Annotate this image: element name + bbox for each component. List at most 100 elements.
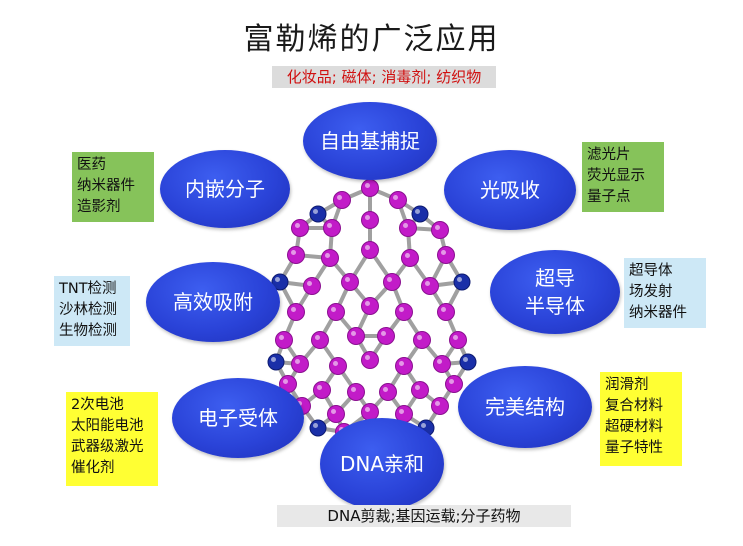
molecule-atom-magenta bbox=[377, 327, 395, 345]
molecule-atom-highlight bbox=[351, 331, 356, 336]
molecule-atom-highlight bbox=[403, 223, 408, 228]
molecule-atom-magenta bbox=[361, 241, 379, 259]
molecule-atom-magenta bbox=[411, 381, 429, 399]
node-free-radical-capture: 自由基捕捉 bbox=[303, 102, 437, 180]
molecule-atom-highlight bbox=[415, 209, 420, 214]
molecule-atom-blue bbox=[453, 273, 471, 291]
molecule-atom-magenta bbox=[291, 219, 309, 237]
molecule-atom-magenta bbox=[341, 273, 359, 291]
node-dna-affinity: DNA亲和 bbox=[320, 418, 444, 510]
molecule-atom-highlight bbox=[331, 307, 336, 312]
molecule-atom-magenta bbox=[379, 383, 397, 401]
molecule-atom-magenta bbox=[327, 303, 345, 321]
molecule-atom-highlight bbox=[337, 195, 342, 200]
molecule-atom-highlight bbox=[387, 277, 392, 282]
node-light-absorption: 光吸收 bbox=[444, 150, 576, 230]
molecule-atom-blue bbox=[309, 419, 327, 437]
molecule-atom-highlight bbox=[399, 307, 404, 312]
molecule-atom-highlight bbox=[415, 385, 420, 390]
molecule-atom-magenta bbox=[395, 357, 413, 375]
molecule-atom-highlight bbox=[421, 423, 426, 428]
molecule-atom-magenta bbox=[347, 327, 365, 345]
molecule-atom-magenta bbox=[323, 219, 341, 237]
molecule-atom-highlight bbox=[383, 387, 388, 392]
molecule-atom-highlight bbox=[351, 387, 356, 392]
molecule-atom-magenta bbox=[383, 273, 401, 291]
molecule-atom-highlight bbox=[317, 385, 322, 390]
molecule-atom-highlight bbox=[313, 209, 318, 214]
molecule-atom-magenta bbox=[313, 381, 331, 399]
page-title: 富勒烯的广泛应用 bbox=[243, 22, 500, 57]
molecule-atom-highlight bbox=[417, 335, 422, 340]
molecule-atom-magenta bbox=[303, 277, 321, 295]
molecule-atom-highlight bbox=[381, 331, 386, 336]
molecule-atom-highlight bbox=[399, 361, 404, 366]
molecule-atom-highlight bbox=[441, 250, 446, 255]
node-perfect-structure: 完美结构 bbox=[458, 366, 592, 448]
molecule-atom-magenta bbox=[433, 355, 451, 373]
molecule-atom-magenta bbox=[413, 331, 431, 349]
molecule-atom-highlight bbox=[345, 277, 350, 282]
molecule-atom-highlight bbox=[291, 250, 296, 255]
molecule-atom-magenta bbox=[361, 179, 379, 197]
molecule-atom-highlight bbox=[405, 253, 410, 258]
molecule-atom-highlight bbox=[325, 253, 330, 258]
molecule-atom-magenta bbox=[361, 351, 379, 369]
molecule-atom-magenta bbox=[431, 221, 449, 239]
node-superconductor-semiconductor: 超导 半导体 bbox=[490, 250, 620, 334]
molecule-atom-blue bbox=[309, 205, 327, 223]
molecule-atom-blue bbox=[411, 205, 429, 223]
molecule-atom-magenta bbox=[389, 191, 407, 209]
molecule-atom-highlight bbox=[365, 245, 370, 250]
molecule-atom-magenta bbox=[449, 331, 467, 349]
molecule-atom-highlight bbox=[435, 401, 440, 406]
box-detection-applications: TNT检测沙林检测生物检测 bbox=[54, 276, 130, 346]
molecule-atom-highlight bbox=[295, 359, 300, 364]
box-battery-applications: 2次电池太阳能电池武器级激光催化剂 bbox=[66, 392, 158, 486]
molecule-atom-magenta bbox=[275, 331, 293, 349]
node-efficient-adsorption: 高效吸附 bbox=[146, 262, 280, 342]
molecule-atom-highlight bbox=[393, 195, 398, 200]
molecule-atom-magenta bbox=[329, 357, 347, 375]
molecule-atom-highlight bbox=[307, 281, 312, 286]
top-applications-banner: 化妆品; 磁体; 消毒剂; 纺织物 bbox=[272, 66, 496, 88]
molecule-atom-highlight bbox=[271, 357, 276, 362]
molecule-atom-magenta bbox=[437, 303, 455, 321]
molecule-atom-magenta bbox=[421, 277, 439, 295]
molecule-atom-highlight bbox=[279, 335, 284, 340]
molecule-atom-magenta bbox=[401, 249, 419, 267]
molecule-atom-blue bbox=[459, 353, 477, 371]
molecule-atom-highlight bbox=[333, 361, 338, 366]
node-embedded-molecule: 内嵌分子 bbox=[160, 150, 290, 228]
box-light-applications: 滤光片荧光显示量子点 bbox=[582, 142, 664, 212]
molecule-atom-magenta bbox=[361, 211, 379, 229]
molecule-atom-highlight bbox=[331, 409, 336, 414]
bottom-applications-banner: DNA剪裁;基因运载;分子药物 bbox=[277, 505, 571, 527]
molecule-atom-highlight bbox=[365, 301, 370, 306]
molecule-atom-highlight bbox=[437, 359, 442, 364]
molecule-atom-magenta bbox=[327, 405, 345, 423]
box-medicine-applications: 医药纳米器件造影剂 bbox=[72, 152, 154, 222]
molecule-atom-highlight bbox=[425, 281, 430, 286]
molecule-atom-highlight bbox=[457, 277, 462, 282]
molecule-atom-magenta bbox=[445, 375, 463, 393]
molecule-atom-highlight bbox=[435, 225, 440, 230]
molecule-atom-magenta bbox=[333, 191, 351, 209]
molecule-atom-highlight bbox=[327, 223, 332, 228]
molecule-atom-blue bbox=[267, 353, 285, 371]
molecule-atom-highlight bbox=[365, 183, 370, 188]
molecule-atom-highlight bbox=[295, 223, 300, 228]
molecule-atom-highlight bbox=[313, 423, 318, 428]
molecule-atom-magenta bbox=[287, 246, 305, 264]
molecule-atom-highlight bbox=[399, 409, 404, 414]
molecule-atom-magenta bbox=[399, 219, 417, 237]
molecule-atom-magenta bbox=[361, 297, 379, 315]
molecule-atom-highlight bbox=[365, 215, 370, 220]
molecule-atom-magenta bbox=[311, 331, 329, 349]
molecule-atom-magenta bbox=[321, 249, 339, 267]
molecule-atom-highlight bbox=[463, 357, 468, 362]
molecule-atom-magenta bbox=[395, 303, 413, 321]
molecule-atom-magenta bbox=[431, 397, 449, 415]
molecule-atom-magenta bbox=[287, 303, 305, 321]
box-superconductor-applications: 超导体场发射纳米器件 bbox=[624, 258, 706, 328]
